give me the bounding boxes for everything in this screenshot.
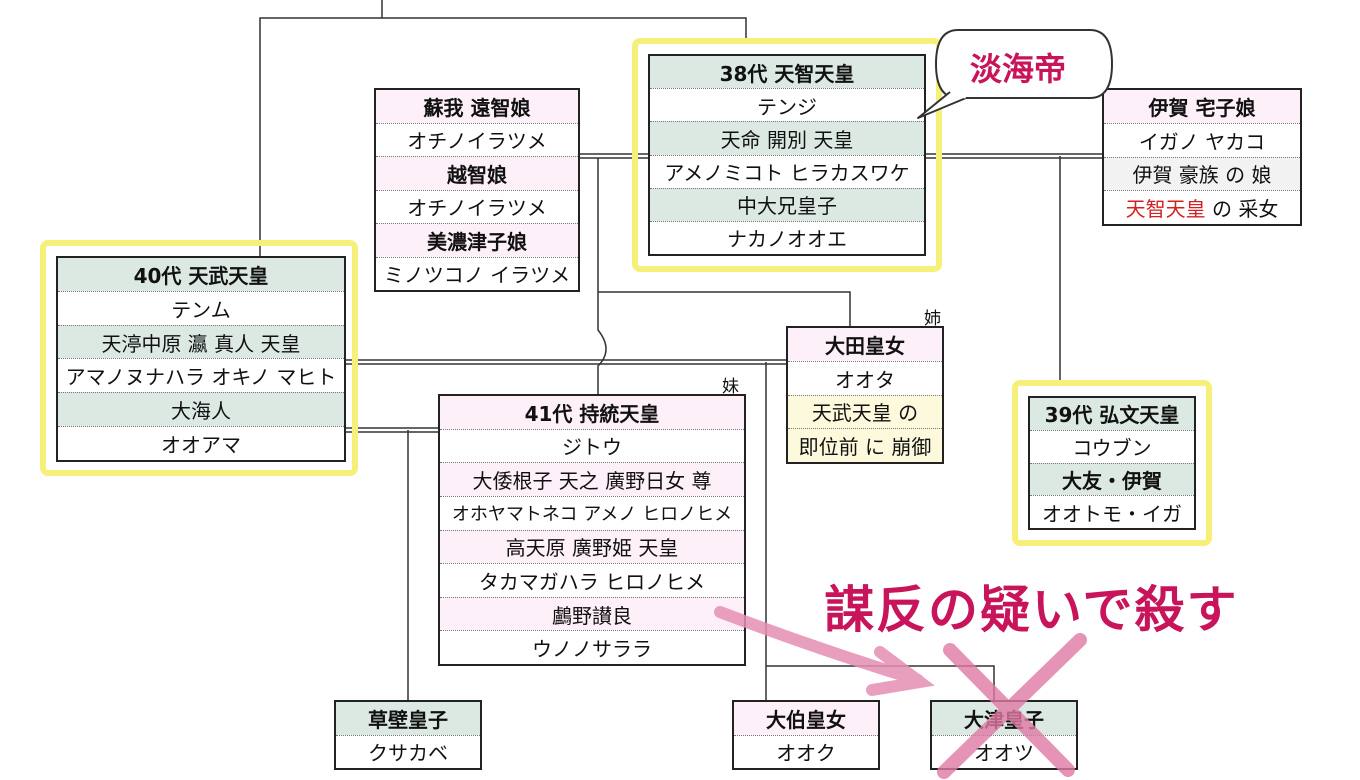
iga-box: 伊賀 宅子娘 イガノ ヤカコ 伊賀 豪族 の 娘 天智天皇 の 采女 [1102, 88, 1302, 226]
tenmu-reading: テンム [58, 290, 344, 325]
jito-birth-reading: ウノノサララ [440, 630, 744, 664]
iga-role: 天智天皇 の 采女 [1104, 190, 1300, 224]
tenji-box: 38代 天智天皇 テンジ 天命 開別 天皇 アメノミコト ヒラカスワケ 中大兄皇… [648, 54, 926, 256]
ota-reading: オオタ [788, 360, 942, 395]
kusakabe-box: 草壁皇子 クサカベ [334, 700, 482, 770]
jito-reading: ジトウ [440, 428, 744, 463]
jito-posthumous-name: 大倭根子 天之 廣野日女 尊 [440, 462, 744, 496]
oku-box: 大伯皇女 オオク [732, 700, 880, 770]
jito-title: 41代 持統天皇 [440, 396, 744, 429]
jito-birth-name: 鸕野讃良 [440, 596, 744, 631]
tenmu-birth-name: 大海人 [58, 392, 344, 427]
soga-title: 蘇我 遠智娘 [376, 90, 578, 123]
soga-box: 蘇我 遠智娘 オチノイラツメ 越智娘 オチノイラツメ 美濃津子娘 ミノツコノ イ… [374, 88, 580, 292]
otsu-title: 大津皇子 [932, 702, 1076, 735]
soga-alt-name-2: 美濃津子娘 [376, 223, 578, 257]
highlight-tenji [632, 38, 942, 272]
iga-title: 伊賀 宅子娘 [1104, 90, 1300, 123]
tenmu-birth-reading: オオアマ [58, 426, 344, 460]
kobun-box: 39代 弘文天皇 コウブン 大友・伊賀 オオトモ・イガ [1028, 396, 1196, 530]
otsu-reading: オオツ [932, 734, 1076, 768]
iga-origin: 伊賀 豪族 の 娘 [1104, 156, 1300, 191]
oku-reading: オオク [734, 734, 878, 768]
tenji-birth-name: 中大兄皇子 [650, 187, 924, 221]
jito-sister-label: 妹 [722, 377, 739, 397]
ota-title: 大田皇女 [788, 328, 942, 361]
bubble-text: 淡海帝 [970, 50, 1067, 88]
kusakabe-reading: クサカベ [336, 734, 480, 768]
tenji-birth-reading: ナカノオオエ [650, 220, 924, 255]
jito-box: 41代 持統天皇 ジトウ 大倭根子 天之 廣野日女 尊 オホヤマトネコ アメノ … [438, 394, 746, 666]
oku-title: 大伯皇女 [734, 702, 878, 735]
tenji-reading: テンジ [650, 88, 924, 122]
annotation-text: 謀反の疑いで殺す [824, 581, 1239, 639]
tenmu-posthumous-name: 天渟中原 瀛 真人 天皇 [58, 324, 344, 359]
tenmu-box: 40代 天武天皇 テンム 天渟中原 瀛 真人 天皇 アマノヌナハラ オキノ マヒ… [56, 256, 346, 462]
ota-note-1: 天武天皇 の [788, 394, 942, 429]
jito-alt-name: 高天原 廣野姫 天皇 [440, 529, 744, 564]
soga-alt-reading-2: ミノツコノ イラツメ [376, 256, 578, 290]
kobun-title: 39代 弘文天皇 [1030, 398, 1194, 430]
iga-role-rest: の 采女 [1205, 197, 1279, 222]
iga-role-emperor: 天智天皇 [1125, 197, 1206, 222]
soga-alt-name: 越智娘 [376, 156, 578, 190]
tenji-posthumous-reading: アメノミコト ヒラカスワケ [650, 154, 924, 188]
tenji-posthumous-name: 天命 開別 天皇 [650, 121, 924, 155]
otsu-box: 大津皇子 オオツ [930, 700, 1078, 770]
highlight-kobun [1012, 380, 1212, 546]
tenmu-title: 40代 天武天皇 [58, 258, 344, 291]
tenji-title: 38代 天智天皇 [650, 56, 924, 89]
kobun-reading: コウブン [1030, 429, 1194, 463]
jito-alt-reading: タカマガハラ ヒロノヒメ [440, 563, 744, 597]
kusakabe-title: 草壁皇子 [336, 702, 480, 735]
soga-reading: オチノイラツメ [376, 122, 578, 156]
highlight-tenmu [40, 240, 358, 476]
iga-reading: イガノ ヤカコ [1104, 122, 1300, 157]
tenmu-posthumous-reading: アマノヌナハラ オキノ マヒト [58, 358, 344, 393]
ota-box: 大田皇女 オオタ 天武天皇 の 即位前 に 崩御 [786, 326, 944, 464]
ota-sister-label: 姉 [924, 309, 941, 329]
soga-alt-reading: オチノイラツメ [376, 189, 578, 223]
kobun-birth-name: 大友・伊賀 [1030, 462, 1194, 496]
jito-posthumous-reading: オホヤマトネコ アメノ ヒロノヒメ [440, 495, 744, 530]
ota-note-2: 即位前 に 崩御 [788, 428, 942, 462]
kobun-birth-reading: オオトモ・イガ [1030, 495, 1194, 528]
